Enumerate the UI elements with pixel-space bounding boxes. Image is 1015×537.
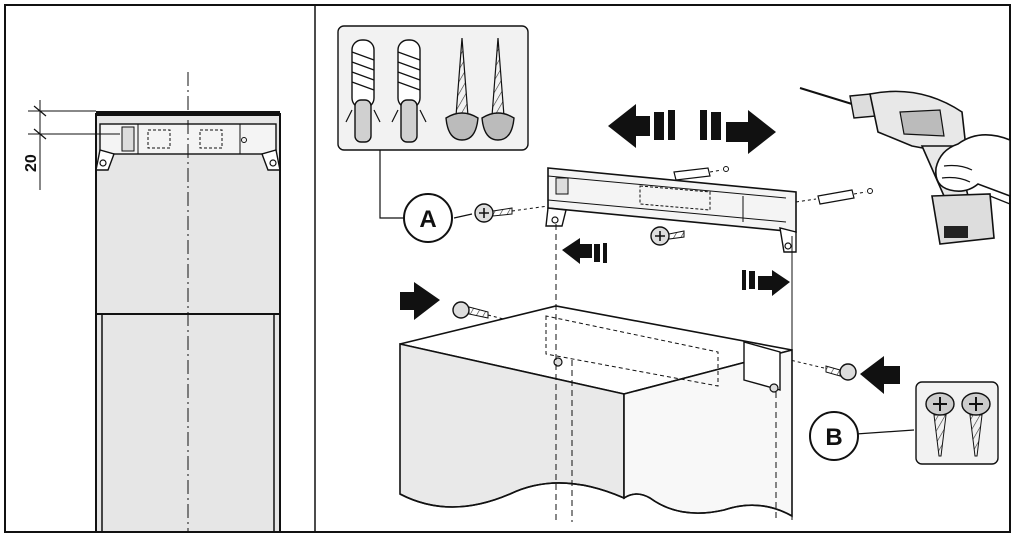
cabinet-box [399, 224, 793, 522]
slide-right-arrow [700, 110, 776, 154]
wall-plug-right [795, 188, 873, 205]
wall-plugs-and-screws-icon [345, 37, 515, 143]
svg-text:B: B [825, 424, 842, 451]
outer-frame [4, 4, 1011, 533]
screw-b-icon [789, 359, 857, 381]
screw-bracket-center [650, 226, 685, 246]
dimension-marker [28, 100, 120, 190]
screw-a-icon [474, 203, 549, 223]
power-drill-icon [799, 87, 1011, 245]
self-tapping-screws-icon [925, 392, 991, 457]
push-left-arrow [860, 356, 900, 394]
hood-lower-body [95, 313, 281, 533]
move-left-arrow [562, 238, 607, 264]
move-right-arrow [742, 270, 790, 296]
hardware-kit-b [915, 381, 999, 465]
wall-plug-top [673, 166, 729, 181]
wall-bracket [545, 167, 797, 253]
hardware-kit-a [337, 25, 529, 151]
push-right-arrow [400, 282, 440, 320]
callout-b: B [809, 411, 859, 461]
left-panel: 20 [23, 72, 281, 533]
dimension-label: 20 [23, 154, 40, 172]
svg-text:A: A [419, 206, 436, 233]
right-panel: A [337, 25, 1011, 522]
slide-left-arrow [608, 104, 675, 148]
callout-a: A [403, 193, 453, 243]
